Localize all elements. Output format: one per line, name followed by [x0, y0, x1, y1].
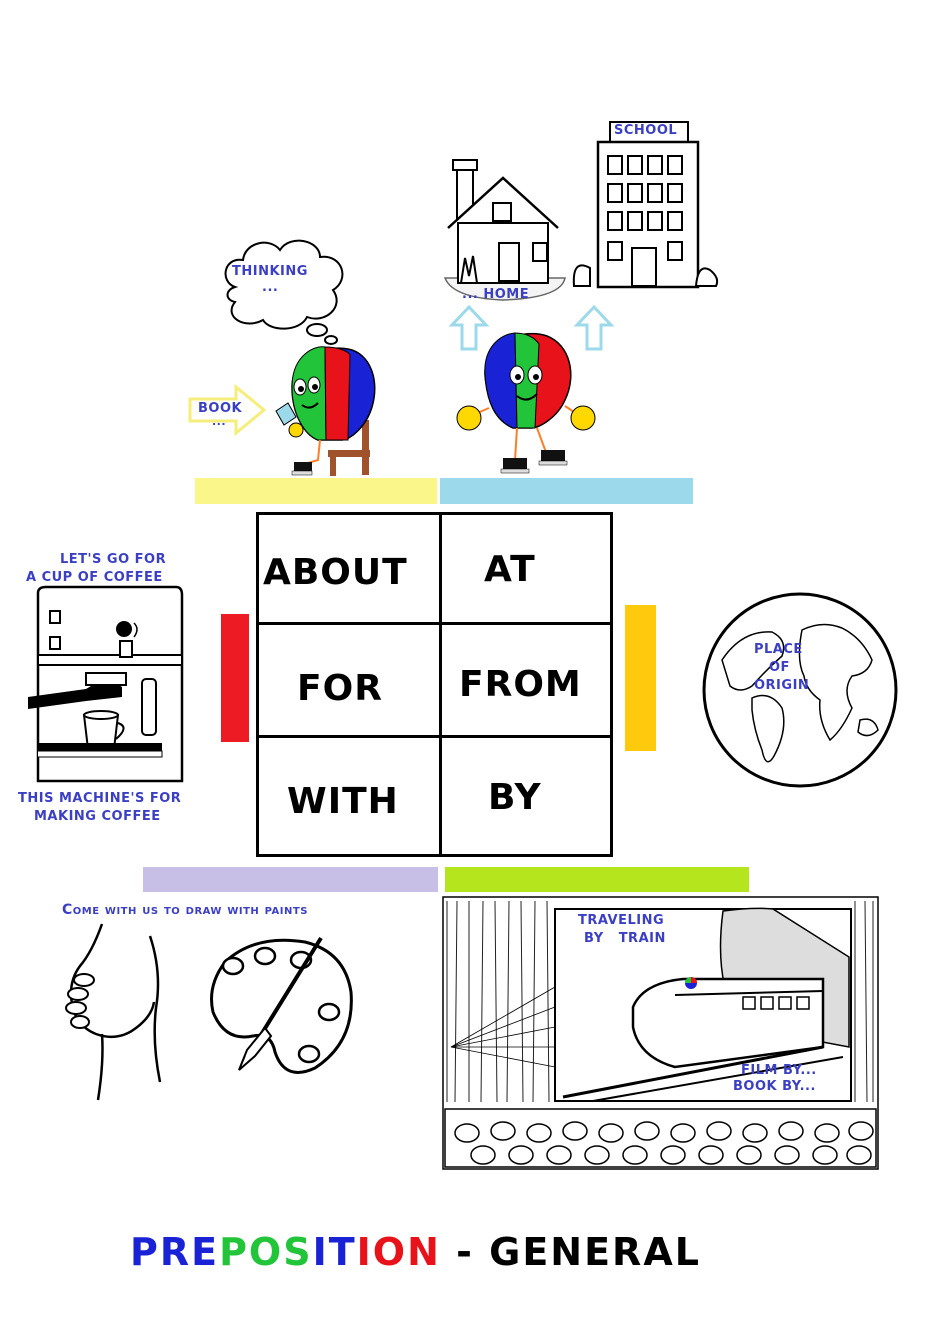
orange-bar: [625, 605, 656, 751]
paint-palette-icon: [210, 936, 353, 1074]
house-icon: [443, 159, 566, 301]
film-label-line2: BOOK BY...: [733, 1079, 816, 1094]
green-bar: [445, 867, 749, 892]
origin-label-line2: OF: [769, 660, 790, 675]
thought-cloud-icon: [224, 239, 344, 345]
preposition-grid: [256, 512, 613, 857]
right-arrow-icon: [188, 383, 267, 437]
film-label-line1: FILM BY...: [741, 1063, 817, 1078]
title-part-pre: PRE: [130, 1230, 220, 1274]
yellow-bar: [195, 478, 437, 504]
chair-icon: [328, 420, 370, 476]
grid-cell-with: WITH: [287, 781, 399, 822]
title-part-ion: ION: [356, 1230, 441, 1274]
book-dots: ...: [212, 415, 227, 428]
home-label: ... HOME: [462, 287, 530, 302]
title-part-it: IT: [312, 1230, 357, 1274]
machine-label-line2: MAKING COFFEE: [34, 809, 161, 824]
school-label: SCHOOL: [614, 123, 678, 138]
train-label-line2: BY TRAIN: [584, 931, 666, 946]
grid-cell-for: FOR: [297, 668, 383, 709]
page-title: PREPOSITION - GENERAL: [130, 1230, 701, 1274]
lavender-bar: [143, 867, 438, 892]
coffee-label-line1: LET'S GO FOR: [60, 552, 167, 567]
title-part-general: - GENERAL: [440, 1230, 701, 1274]
thinking-dots: ...: [262, 280, 279, 295]
balloon-character-icon: [456, 332, 596, 474]
up-arrow-icon: [573, 304, 615, 351]
train-cinema-icon: [442, 896, 879, 1170]
title-part-pos: POS: [219, 1230, 313, 1274]
grid-cell-from: FROM: [459, 664, 582, 705]
grid-cell-about: ABOUT: [263, 552, 408, 593]
school-building-icon: [572, 121, 719, 289]
grid-cell-at: AT: [484, 549, 536, 590]
book-label: BOOK: [198, 401, 243, 416]
train-label-line1: TRAVELING: [578, 913, 665, 928]
origin-label-line3: ORIGIN: [754, 678, 810, 693]
origin-label-line1: PLACE: [754, 642, 803, 657]
coffee-machine-icon: [28, 585, 184, 783]
thinking-label: THINKING: [232, 264, 308, 279]
red-bar: [221, 614, 249, 742]
blue-bar: [440, 478, 693, 504]
globe-icon: [702, 592, 898, 788]
handshake-icon: [65, 923, 162, 1101]
grid-cell-by: BY: [488, 777, 542, 818]
balloon-character-icon: [275, 346, 376, 476]
up-arrow-icon: [448, 304, 490, 351]
machine-label-line1: THIS MACHINE'S FOR: [18, 791, 182, 806]
paints-label: Come with us to draw with paints: [62, 902, 308, 918]
coffee-label-line2: A CUP OF COFFEE: [26, 570, 163, 585]
